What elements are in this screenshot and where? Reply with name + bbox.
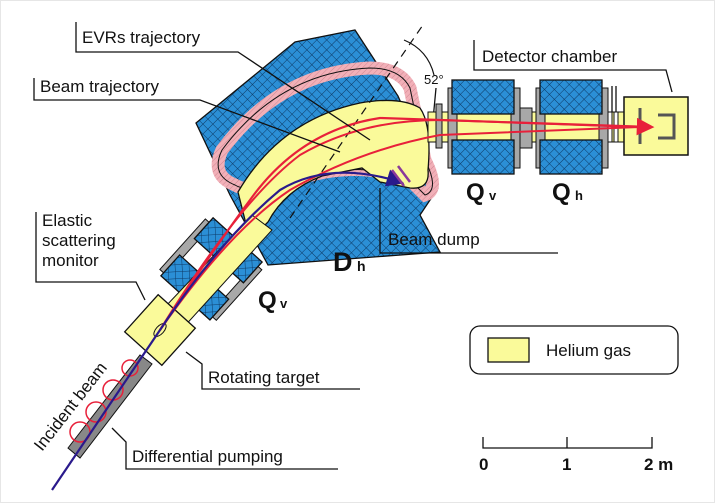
evrs-leader [75, 22, 371, 141]
quadrupole-qh [535, 79, 619, 175]
rotating-target-label: Rotating target [208, 368, 320, 387]
elastic-label-line3: monitor [42, 251, 99, 270]
scale-bar: 0 1 2 m [479, 437, 673, 474]
legend-label: Helium gas [546, 341, 631, 360]
helium-swatch [487, 337, 530, 363]
beam-trajectory-label: Beam trajectory [40, 77, 160, 96]
beam-dump-leader [379, 188, 558, 254]
angle-arc [403, 39, 435, 76]
elastic-leader [35, 212, 146, 301]
evr-trajectories [159, 116, 655, 331]
target-leader [185, 351, 360, 390]
differential-pumping-label: Differential pumping [132, 447, 283, 466]
pole-face-line [289, 21, 426, 219]
detector-leader [473, 40, 673, 93]
beam-leader [33, 78, 341, 153]
qv2-sub: v [489, 188, 497, 203]
elastic-label-line1: Elastic [42, 211, 93, 230]
scale-tick-1: 1 [562, 455, 571, 474]
angle-label: 52° [424, 72, 444, 87]
quadrupole-qv-2 [447, 79, 533, 175]
legend: Helium gas [469, 325, 679, 375]
scale-tick-2: 2 m [644, 455, 673, 474]
qh-label: Q [552, 179, 571, 206]
beam-dump-label: Beam dump [388, 230, 480, 249]
elastic-label-line2: scattering [42, 231, 116, 250]
beam-dump-plate [391, 169, 405, 187]
scale-tick-0: 0 [479, 455, 488, 474]
qv2-label: Q [466, 179, 485, 206]
evrs-trajectory-label: EVRs trajectory [82, 28, 201, 47]
qh-sub: h [575, 188, 583, 203]
pumping-leader [111, 427, 338, 470]
qv1-sub: v [280, 296, 288, 311]
incident-beam-label: Incident beam [30, 359, 111, 455]
dipole-label: D [333, 247, 353, 277]
dipole-sub: h [357, 258, 366, 274]
detector-chamber-label: Detector chamber [482, 47, 617, 66]
qv1-label: Q [258, 287, 277, 314]
beam-trajectory [51, 169, 405, 491]
